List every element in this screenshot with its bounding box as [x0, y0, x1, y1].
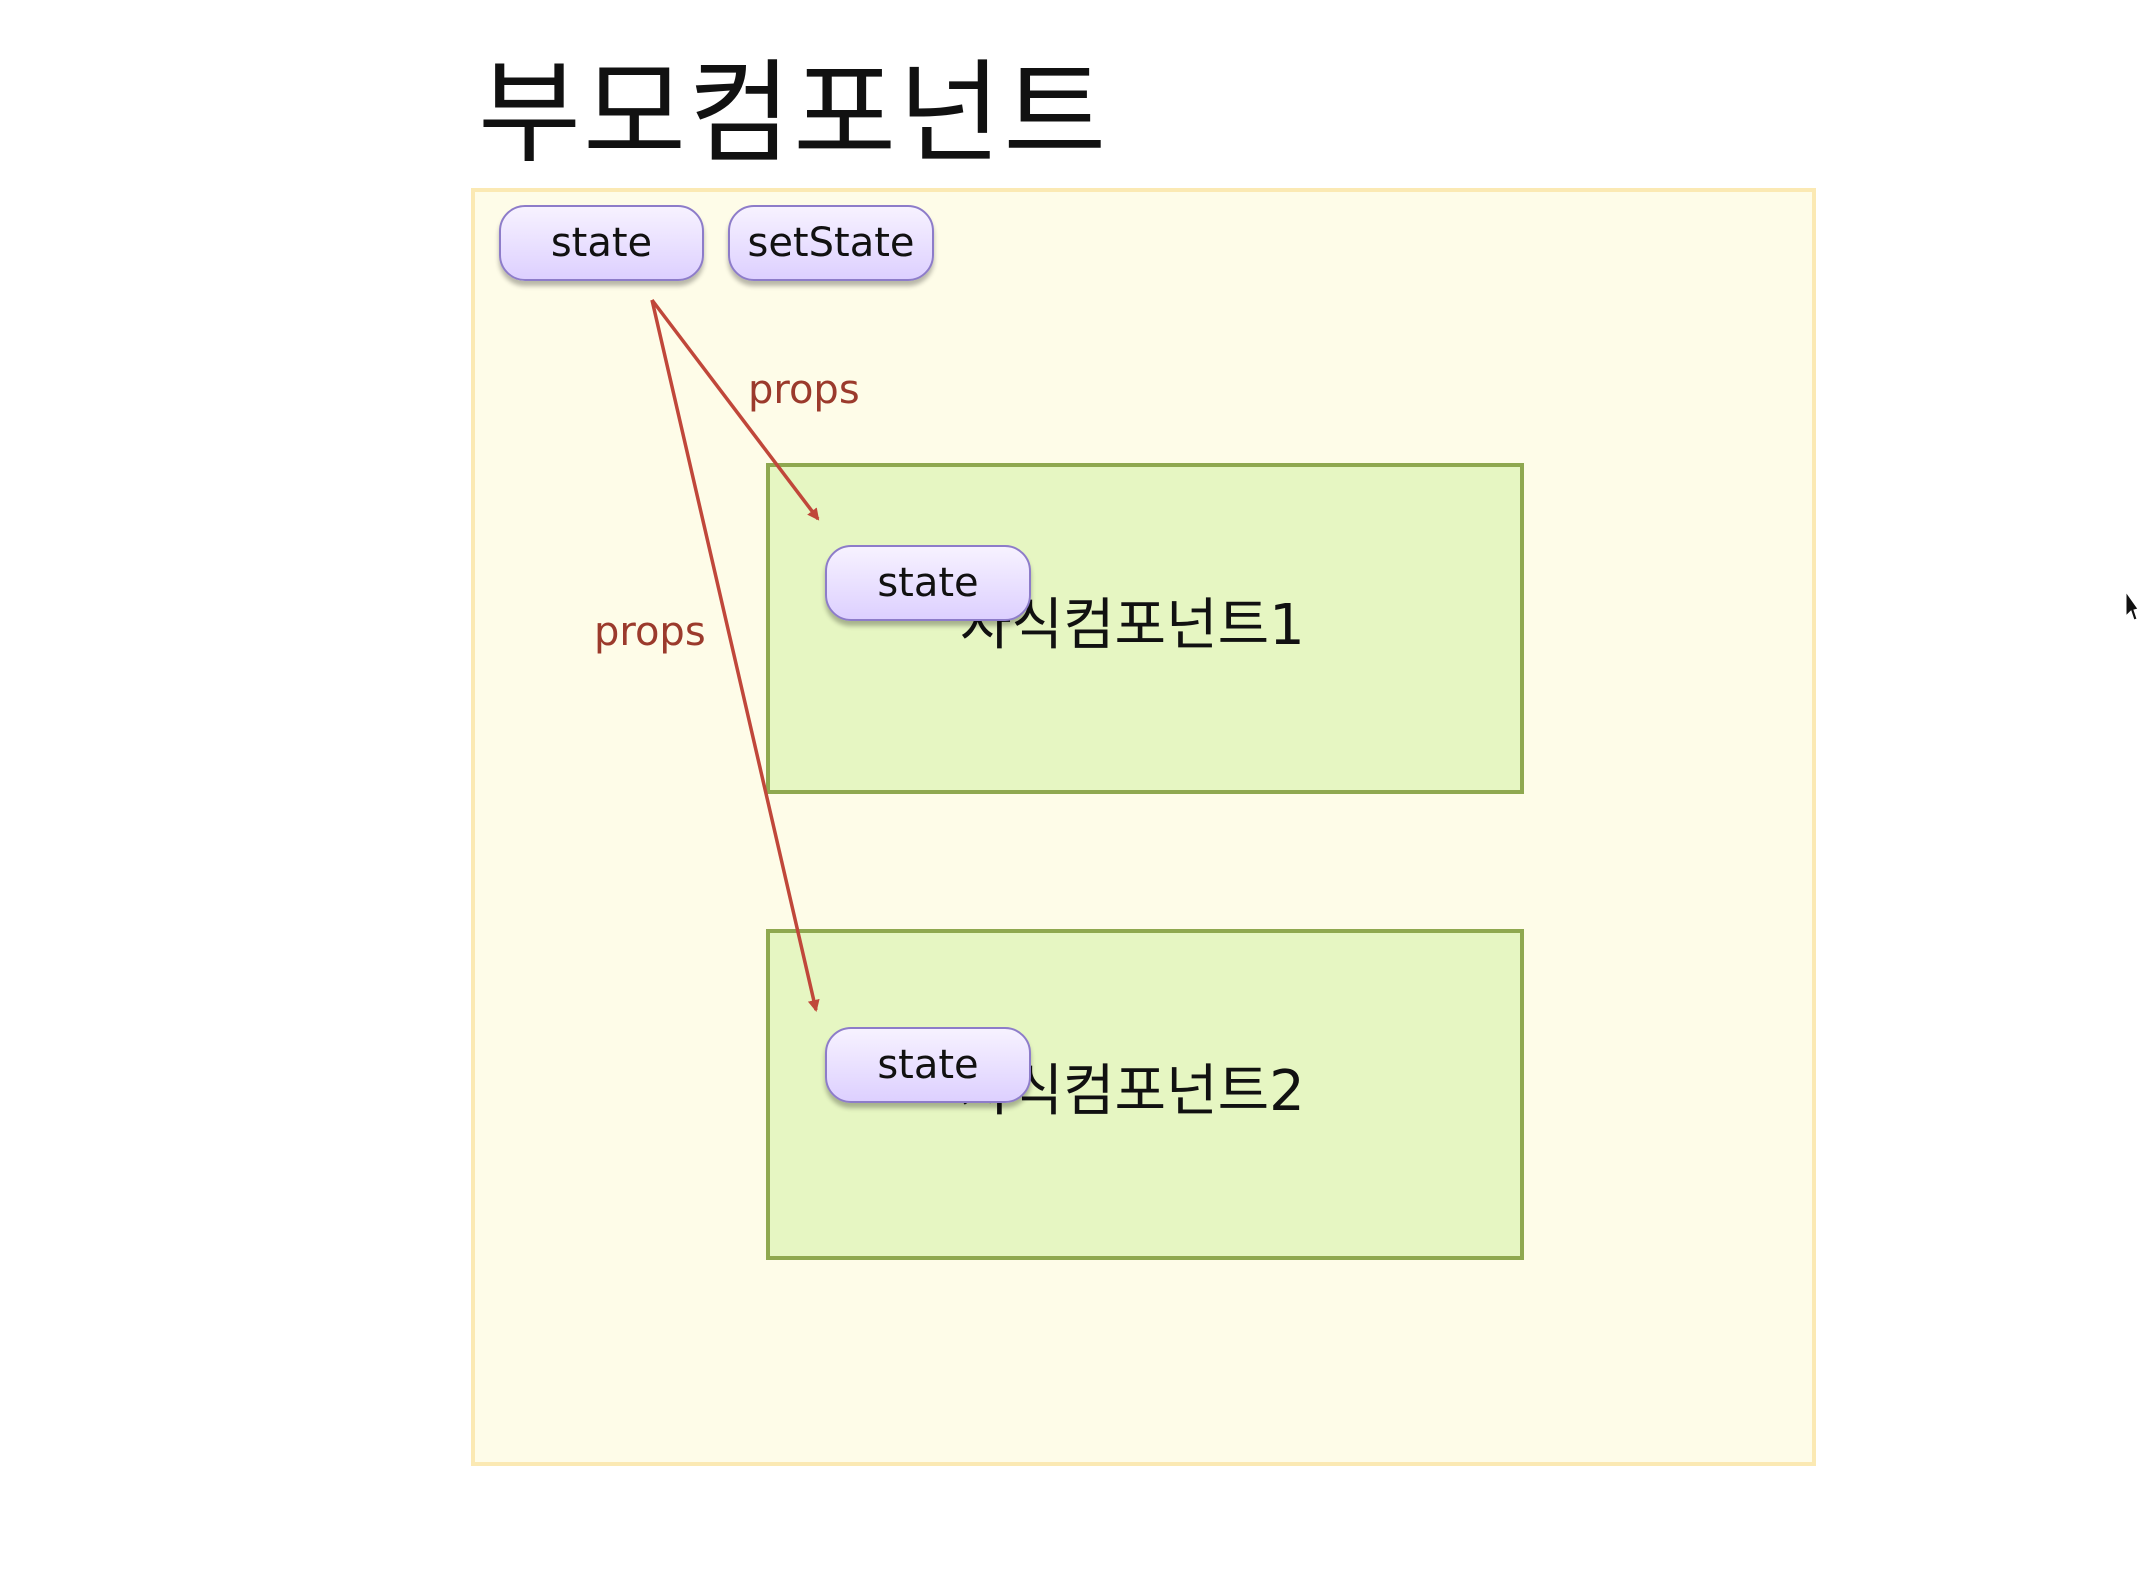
child-1-state-node: state: [825, 545, 1031, 621]
props-label-child-2: props: [594, 609, 706, 655]
parent-state-node: state: [499, 205, 704, 281]
parent-component-box: [471, 188, 1816, 1466]
child-component-1-box: [766, 463, 1524, 794]
parent-component-title: 부모컴포넌트: [478, 49, 1109, 179]
mouse-pointer-icon: [2126, 592, 2138, 621]
props-label-child-1: props: [748, 367, 860, 413]
child-2-state-node: state: [825, 1027, 1031, 1103]
parent-setstate-node: setState: [728, 205, 934, 281]
